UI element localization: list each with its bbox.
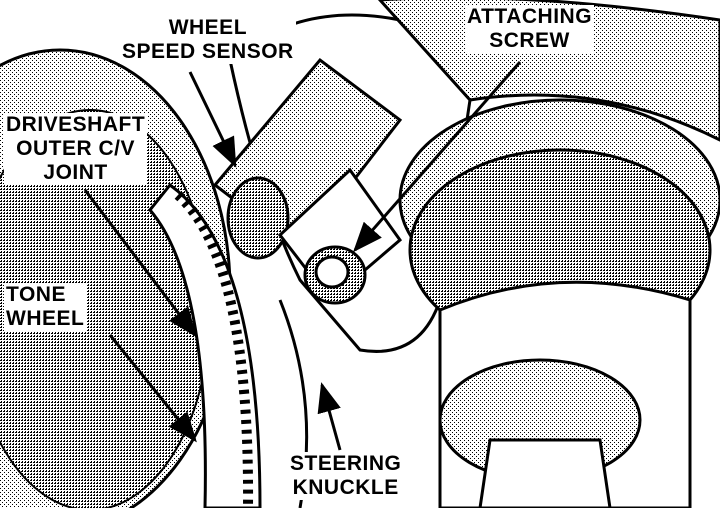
label-line: STEERING <box>290 452 402 475</box>
label-steering-knuckle: STEERING KNUCKLE <box>288 452 404 500</box>
label-tone-wheel: TONE WHEEL <box>4 283 87 331</box>
label-line: WHEEL <box>6 307 85 330</box>
label-line: OUTER C/V <box>16 137 136 160</box>
label-line: TONE <box>6 283 66 306</box>
label-line: SCREW <box>489 29 570 52</box>
label-line: KNUCKLE <box>292 476 399 499</box>
wheel-speed-sensor <box>212 57 403 303</box>
label-line: JOINT <box>43 161 108 184</box>
label-line: WHEEL <box>168 16 248 39</box>
label-line: SPEED SENSOR <box>122 40 294 63</box>
tone-wheel <box>148 182 262 508</box>
label-wheel-speed-sensor: WHEEL SPEED SENSOR <box>120 16 296 64</box>
attaching-screw <box>303 245 367 305</box>
label-attaching-screw: ATTACHING SCREW <box>465 5 595 53</box>
label-line: ATTACHING <box>467 5 593 28</box>
label-driveshaft-cv-joint: DRIVESHAFT OUTER C/V JOINT <box>4 113 148 185</box>
leader-lines <box>83 61 522 451</box>
label-line: DRIVESHAFT <box>6 113 146 136</box>
